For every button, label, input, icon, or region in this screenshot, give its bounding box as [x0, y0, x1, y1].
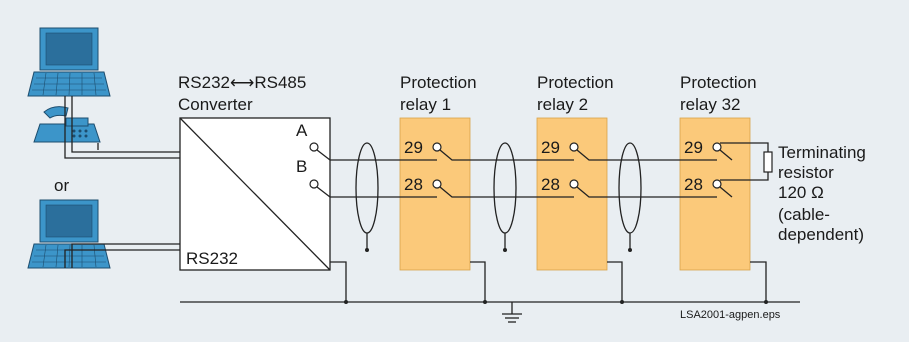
converter-box	[179, 117, 331, 271]
port-a-label: A	[296, 121, 308, 140]
terminating-line2: resistor	[778, 163, 834, 182]
bus-wires	[316, 142, 769, 198]
file-label: LSA2001-agpen.eps	[680, 309, 781, 321]
laptop-icon	[27, 27, 111, 97]
laptop-icon	[27, 199, 111, 269]
telephone-icon	[33, 106, 101, 143]
or-label: or	[54, 176, 69, 195]
ground-icon	[502, 302, 522, 323]
device-cables	[64, 96, 180, 268]
relay-2-title-line1: Protection	[537, 73, 614, 92]
resistor-icon	[763, 151, 773, 173]
relay-32-title-line1: Protection	[680, 73, 757, 92]
terminating-line1: Terminating	[778, 143, 866, 162]
relay-2-title-line2: relay 2	[537, 95, 588, 114]
terminating-line4: (cable-	[778, 205, 830, 224]
relay-32-title-line2: relay 32	[680, 95, 740, 114]
relay-1-terminal-29: 29	[404, 138, 423, 157]
terminal-b	[309, 179, 319, 189]
ground-bus	[180, 233, 800, 304]
relay-2-terminal-29: 29	[541, 138, 560, 157]
terminating-line5: dependent)	[778, 225, 864, 244]
relay-2-terminal-28: 28	[541, 175, 560, 194]
terminal-a	[309, 142, 319, 152]
relay-1-title-line1: Protection	[400, 73, 477, 92]
terminating-line3: 120 Ω	[778, 183, 824, 202]
relay-32-terminal-28: 28	[684, 175, 703, 194]
converter-title-line2: Converter	[178, 95, 253, 114]
relay-32-terminal-29: 29	[684, 138, 703, 157]
port-rs232-label: RS232	[186, 249, 238, 268]
relay-1-terminal-28: 28	[404, 175, 423, 194]
relay-1-title-line2: relay 1	[400, 95, 451, 114]
port-b-label: B	[296, 157, 307, 176]
converter-title-line1: RS232⟷RS485	[178, 73, 306, 92]
